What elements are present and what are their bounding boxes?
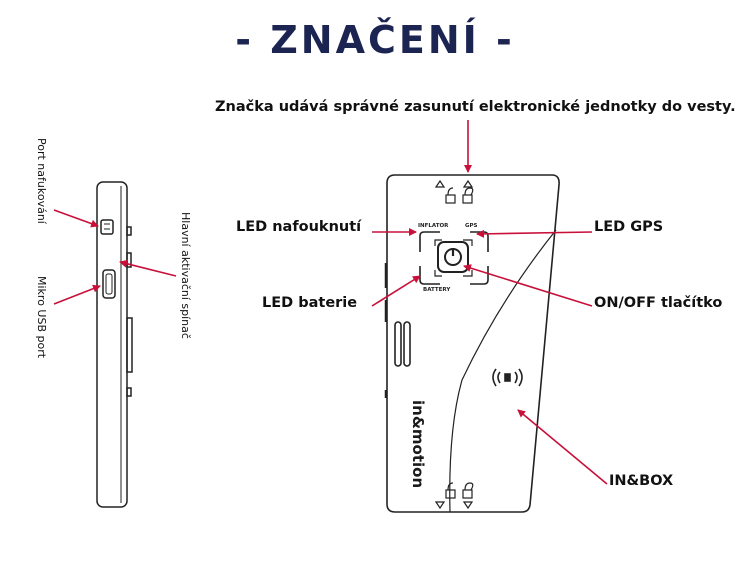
arrow-main-switch xyxy=(119,259,177,277)
arrow-inbox xyxy=(517,409,608,485)
callout-arrows xyxy=(53,120,608,485)
power-button xyxy=(437,241,469,273)
label-inbox: IN&BOX xyxy=(609,473,674,489)
micro-usb-port xyxy=(102,269,116,299)
arrow-micro-usb xyxy=(53,284,101,305)
inflation-port xyxy=(100,219,114,235)
label-led-inflation: LED nafouknutí xyxy=(236,219,362,235)
led-inflation-bracket xyxy=(419,231,440,252)
arrow-onoff-button xyxy=(463,264,593,307)
caption-insert-direction: Značka udává správné zasunutí elektronic… xyxy=(215,99,736,115)
mark-inflator: INFLATOR xyxy=(418,223,449,229)
mark-gps: GPS xyxy=(465,223,478,229)
brand-logo: in&motion xyxy=(409,400,427,488)
insert-direction-marks xyxy=(434,179,474,510)
side-notch-1 xyxy=(126,226,132,236)
mark-battery: BATTERY xyxy=(423,287,451,293)
inbox-nfc-icon xyxy=(492,368,523,387)
control-cluster xyxy=(419,231,489,285)
label-led-gps: LED GPS xyxy=(594,219,664,235)
device-front-view xyxy=(384,174,560,513)
side-rail xyxy=(126,317,133,373)
side-notch-3 xyxy=(126,387,132,397)
page-title: - ZNAČENÍ - xyxy=(235,18,515,62)
led-extra-bracket xyxy=(470,266,489,285)
device-side-view xyxy=(96,181,133,508)
led-battery-bracket xyxy=(419,266,440,285)
arrow-led-gps xyxy=(476,229,593,238)
arrow-port-inflation xyxy=(53,209,99,228)
led-gps-bracket xyxy=(470,231,489,252)
label-onoff-button: ON/OFF tlačítko xyxy=(594,295,723,311)
arrow-led-battery xyxy=(371,275,421,307)
label-led-battery: LED baterie xyxy=(262,295,358,311)
